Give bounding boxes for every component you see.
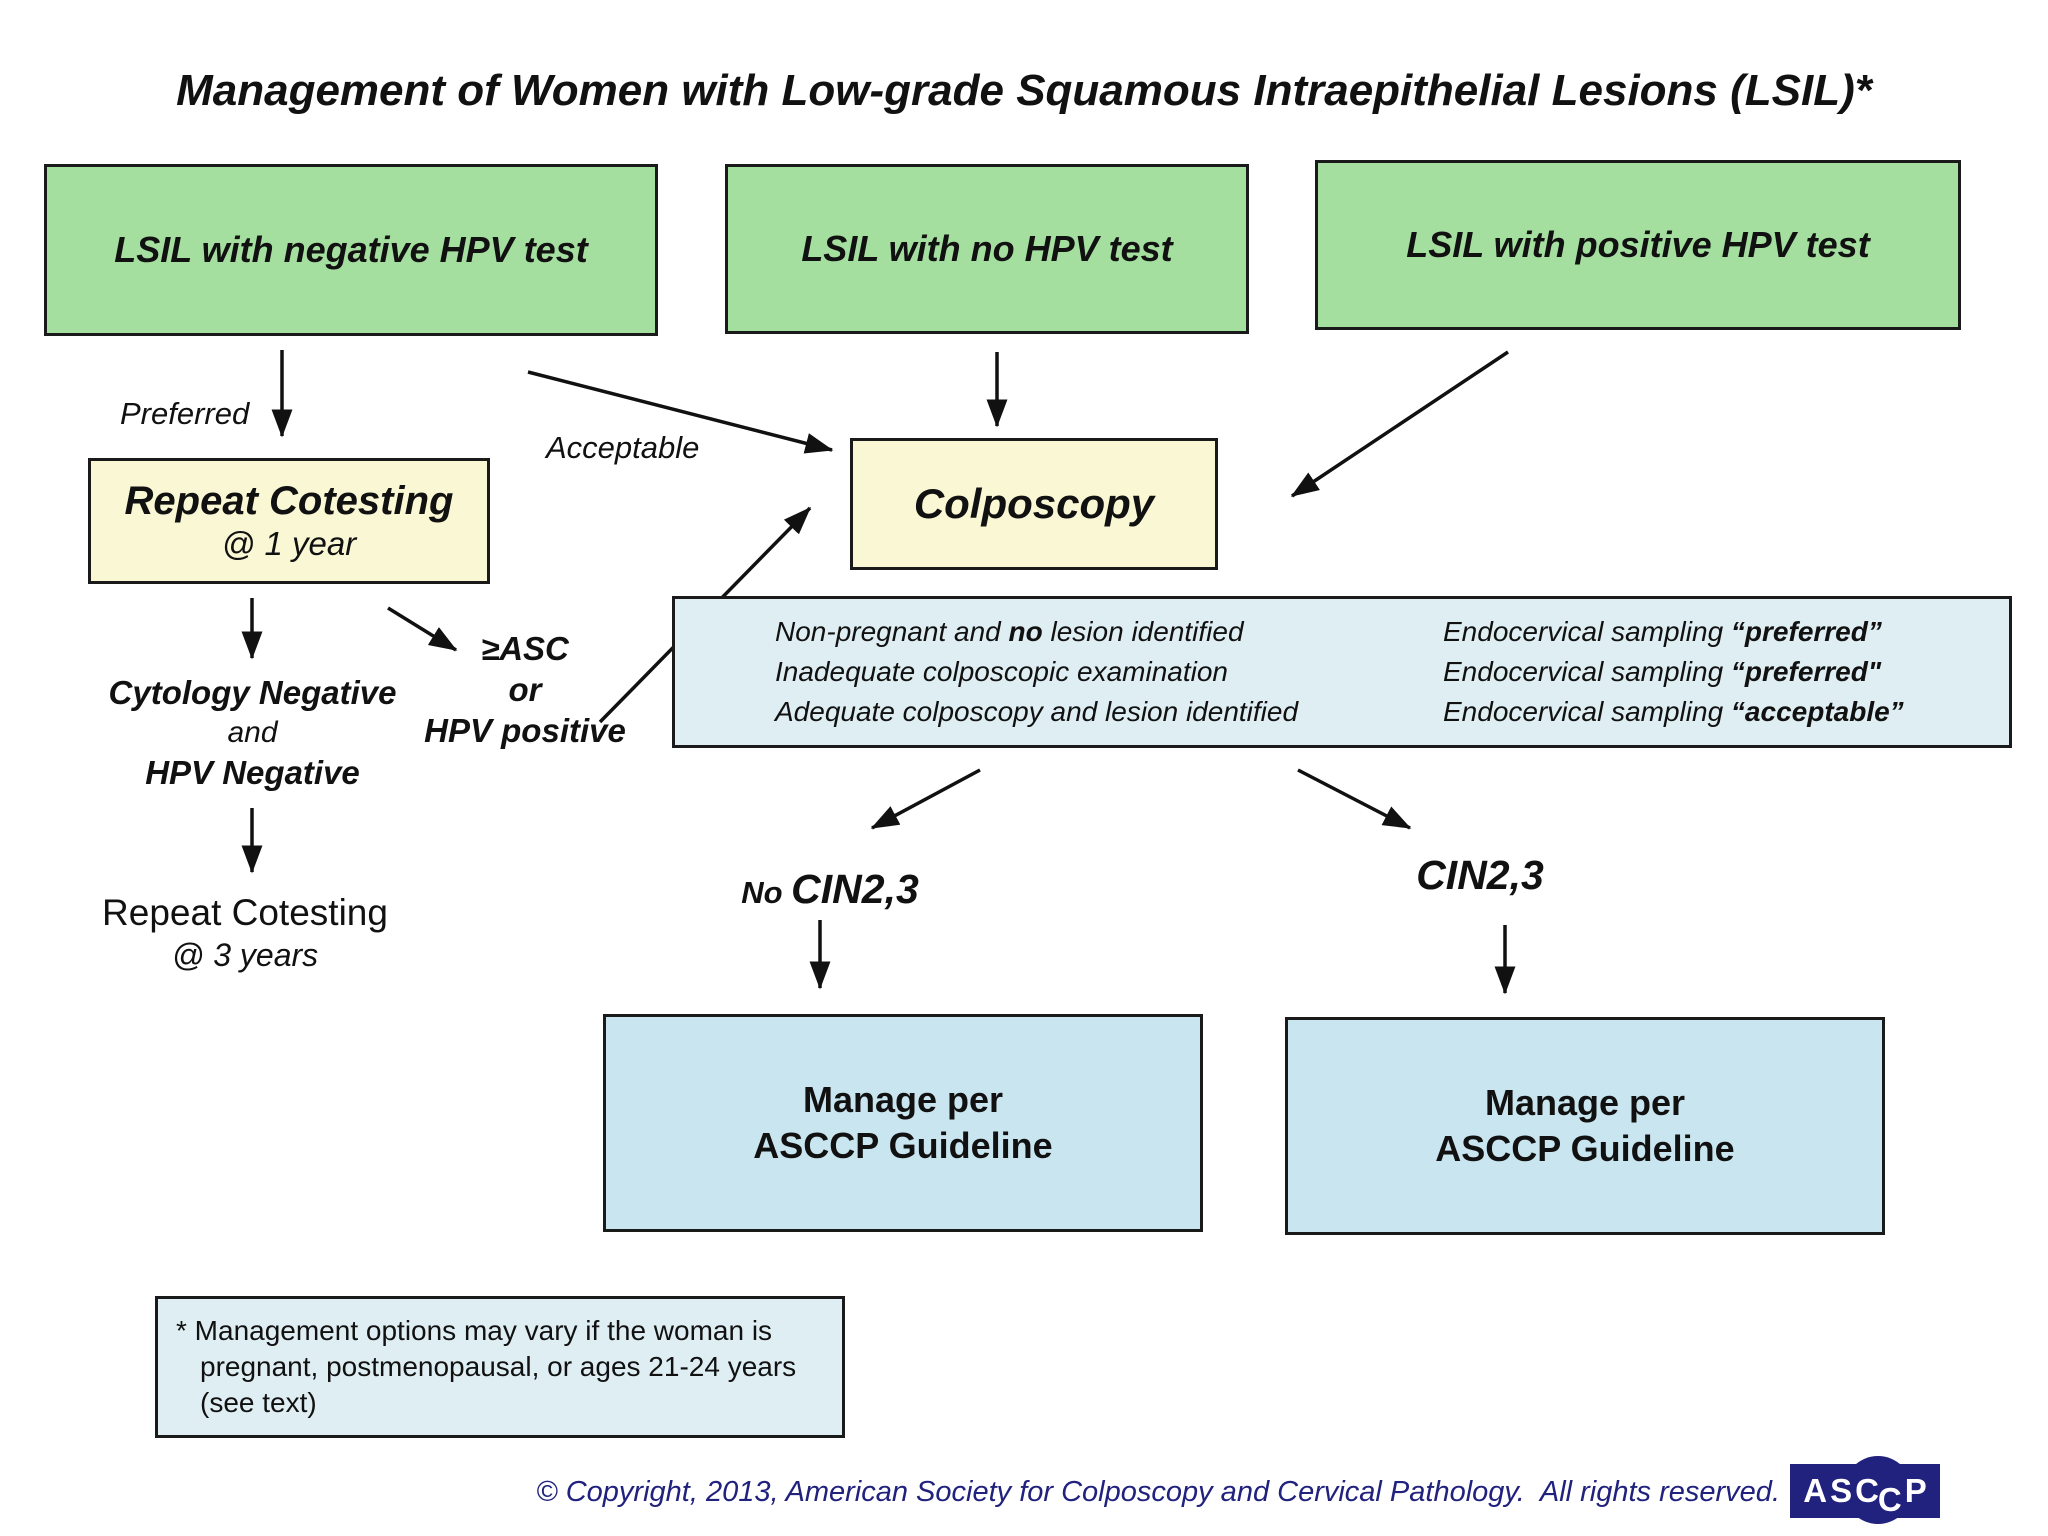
colposcopy-findings-box: Non-pregnant and no lesion identified En… <box>672 596 2012 748</box>
node-label: Repeat Cotesting <box>102 892 388 933</box>
node-line: or <box>508 671 542 708</box>
findings-row: Adequate colposcopy and lesion identifie… <box>675 692 2009 732</box>
node-label: Colposcopy <box>913 480 1155 527</box>
node-line: Manage per <box>802 1079 1004 1120</box>
node-colposcopy: Colposcopy <box>850 438 1218 570</box>
arrow-acceptable <box>527 370 834 454</box>
footnote-line: pregnant, postmenopausal, or ages 21-24 … <box>200 1351 797 1382</box>
node-line: ASCCP Guideline <box>753 1125 1053 1166</box>
node-label: LSIL with negative HPV test <box>114 229 588 270</box>
node-cytology-hpv-negative: Cytology Negative and HPV Negative <box>60 672 445 793</box>
finding-recommendation: Endocervical sampling “preferred" <box>1443 656 1882 687</box>
arrow-positive-to-colposcopy <box>1290 350 1509 498</box>
footnote-line: * Management options may vary if the wom… <box>176 1315 773 1346</box>
finding-condition: Inadequate colposcopic examination <box>775 656 1228 687</box>
outcome-cin23: CIN2,3 <box>1416 852 1544 898</box>
outcome-prefix: No <box>741 875 792 910</box>
node-repeat-cotesting-1yr: Repeat Cotesting @ 1 year <box>88 458 490 584</box>
node-line: ASCCP Guideline <box>1435 1128 1735 1169</box>
node-line: Cytology Negative <box>108 674 397 711</box>
node-lsil-positive-hpv: LSIL with positive HPV test <box>1315 160 1961 330</box>
node-lsil-negative-hpv: LSIL with negative HPV test <box>44 164 658 336</box>
page-title: Management of Women with Low-grade Squam… <box>176 66 1872 115</box>
asccp-logo-circle <box>1844 1456 1912 1524</box>
finding-recommendation: Endocervical sampling “preferred” <box>1443 616 1882 647</box>
findings-row: Inadequate colposcopic examination Endoc… <box>675 652 2009 692</box>
footnote-box: * Management options may vary if the wom… <box>155 1296 845 1438</box>
copyright-text: © Copyright, 2013, American Society for … <box>536 1476 1780 1508</box>
arrow-cotesting-to-asc <box>387 606 458 652</box>
node-manage-asccp-left: Manage per ASCCP Guideline <box>603 1014 1203 1232</box>
node-line: and <box>227 716 278 749</box>
node-sublabel: @ 3 years <box>171 937 319 973</box>
node-line: HPV Negative <box>145 754 360 791</box>
outcome-no-cin23: No CIN2,3 <box>700 866 960 913</box>
findings-row: Non-pregnant and no lesion identified En… <box>675 612 2009 652</box>
finding-condition: Non-pregnant and no lesion identified <box>775 616 1244 647</box>
arrow-info-to-nocin <box>870 768 981 830</box>
finding-recommendation: Endocervical sampling “acceptable” <box>1443 696 1904 727</box>
node-label: LSIL with positive HPV test <box>1406 224 1870 265</box>
node-manage-asccp-right: Manage per ASCCP Guideline <box>1285 1017 1885 1235</box>
edge-label-preferred: Preferred <box>120 396 250 431</box>
node-line: Manage per <box>1484 1082 1686 1123</box>
arrow-info-to-cin <box>1297 768 1412 830</box>
node-line: HPV positive <box>424 712 626 749</box>
finding-condition: Adequate colposcopy and lesion identifie… <box>775 696 1299 727</box>
node-repeat-cotesting-3yr: Repeat Cotesting @ 3 years <box>55 890 435 975</box>
node-sublabel: @ 1 year <box>221 525 357 562</box>
node-label: Repeat Cotesting <box>124 479 454 523</box>
node-label: LSIL with no HPV test <box>801 228 1173 269</box>
edge-label-acceptable: Acceptable <box>546 430 700 465</box>
outcome-value: CIN2,3 <box>791 866 919 912</box>
node-line: ≥ASC <box>481 630 569 667</box>
node-lsil-no-hpv: LSIL with no HPV test <box>725 164 1249 334</box>
node-asc-or-hpv-positive: ≥ASC or HPV positive <box>420 628 630 751</box>
footnote-line: (see text) <box>200 1387 317 1418</box>
